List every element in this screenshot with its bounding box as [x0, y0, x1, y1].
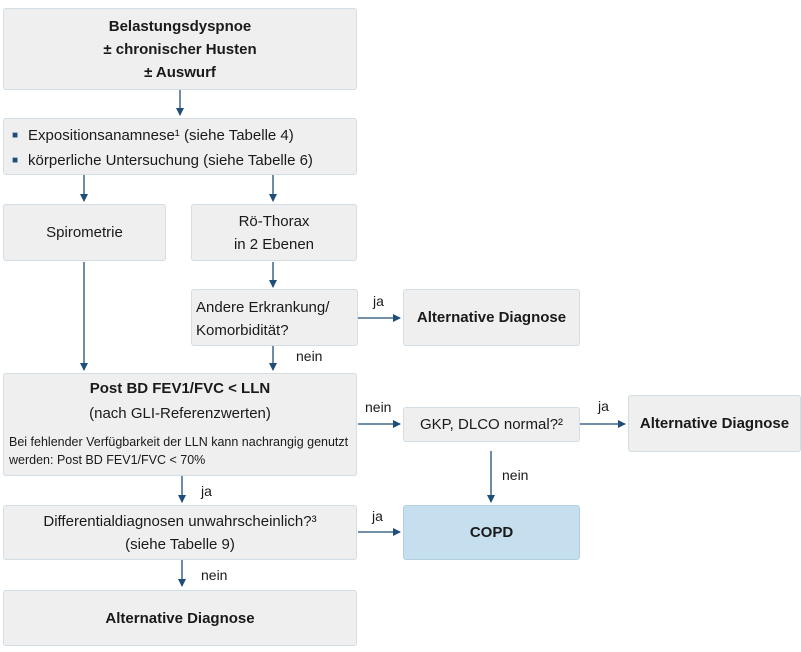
- spirometry-label: Spirometrie: [46, 224, 123, 241]
- xray-line-2: in 2 Ebenen: [233, 235, 315, 253]
- other-disease-line-2: Komorbidität?: [196, 322, 289, 339]
- alt-diagnosis-label-3: Alternative Diagnose: [105, 609, 255, 627]
- differential-line-2: (siehe Tabelle 9): [125, 535, 235, 553]
- edge-label-gkp-no: nein: [502, 467, 529, 483]
- symptoms-box: Belastungsdyspnoe ± chronischer Husten ±…: [3, 8, 357, 90]
- fev1-title: Post BD FEV1/FVC < LLN: [89, 380, 271, 397]
- symptom-line-2: ± chronischer Husten: [103, 40, 257, 58]
- gkp-box: GKP, DLCO normal?²: [403, 407, 580, 442]
- copd-box: COPD: [403, 505, 580, 560]
- xray-box: Rö-Thorax in 2 Ebenen: [191, 204, 357, 261]
- symptom-line-1: Belastungsdyspnoe: [108, 17, 252, 35]
- fev1-box: Post BD FEV1/FVC < LLN (nach GLI-Referen…: [3, 373, 357, 476]
- alt-diagnosis-box-3: Alternative Diagnose: [3, 590, 357, 646]
- spirometry-box: Spirometrie: [3, 204, 166, 261]
- alt-diagnosis-label-1: Alternative Diagnose: [416, 309, 567, 326]
- fev1-note: Bei fehlender Verfügbarkeit der LLN kann…: [9, 435, 349, 467]
- edge-label-fev1-yes: ja: [201, 483, 212, 499]
- edge-label-diff-yes: ja: [372, 508, 383, 524]
- differential-line-1: Differentialdiagnosen unwahrscheinlich?³: [43, 512, 317, 530]
- xray-line-1: Rö-Thorax: [238, 212, 310, 230]
- history-box: ■Expositionsanamnese¹ (siehe Tabelle 4) …: [3, 118, 357, 175]
- edge-label-diff-no: nein: [201, 567, 228, 583]
- differential-box: Differentialdiagnosen unwahrscheinlich?³…: [3, 505, 357, 560]
- alt-diagnosis-label-2: Alternative Diagnose: [639, 415, 790, 432]
- edge-label-other-no: nein: [296, 348, 323, 364]
- edge-label-gkp-yes: ja: [598, 398, 609, 414]
- copd-label: COPD: [469, 524, 514, 541]
- history-item-1: ■Expositionsanamnese¹ (siehe Tabelle 4): [12, 127, 294, 144]
- bullet-icon: ■: [12, 130, 19, 141]
- gkp-label: GKP, DLCO normal?²: [419, 416, 564, 433]
- history-item-2: ■körperliche Untersuchung (siehe Tabelle…: [12, 152, 313, 169]
- other-disease-line-1: Andere Erkrankung/: [196, 299, 330, 316]
- other-disease-box: Andere Erkrankung/ Komorbidität?: [191, 289, 358, 346]
- fev1-subtitle: (nach GLI-Referenzwerten): [89, 405, 271, 422]
- bullet-icon: ■: [12, 155, 19, 166]
- alt-diagnosis-box-2: Alternative Diagnose: [628, 395, 801, 452]
- edge-label-fev1-no: nein: [365, 399, 392, 415]
- symptom-line-3: ± Auswurf: [144, 63, 216, 81]
- edge-label-other-yes: ja: [373, 293, 384, 309]
- alt-diagnosis-box-1: Alternative Diagnose: [403, 289, 580, 346]
